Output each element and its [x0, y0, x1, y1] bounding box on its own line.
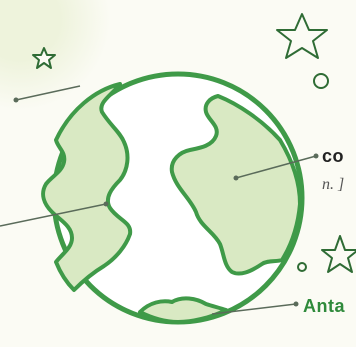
pointer-dot [234, 176, 239, 181]
circle-icon [314, 74, 328, 88]
pointer-dot [14, 98, 19, 103]
antarctica-label: Anta [303, 296, 345, 317]
star-icon [33, 48, 55, 68]
pointer-dot [314, 154, 319, 159]
circle-icon [298, 263, 306, 271]
pointer-line-ocean [16, 86, 80, 100]
part-of-speech-label: n. ] [322, 176, 344, 194]
pointer-dot [294, 302, 299, 307]
star-icon [322, 236, 356, 272]
pointer-dot [104, 202, 109, 207]
star-icon [277, 14, 327, 58]
globe [43, 74, 302, 322]
continent-label: co [322, 146, 344, 167]
